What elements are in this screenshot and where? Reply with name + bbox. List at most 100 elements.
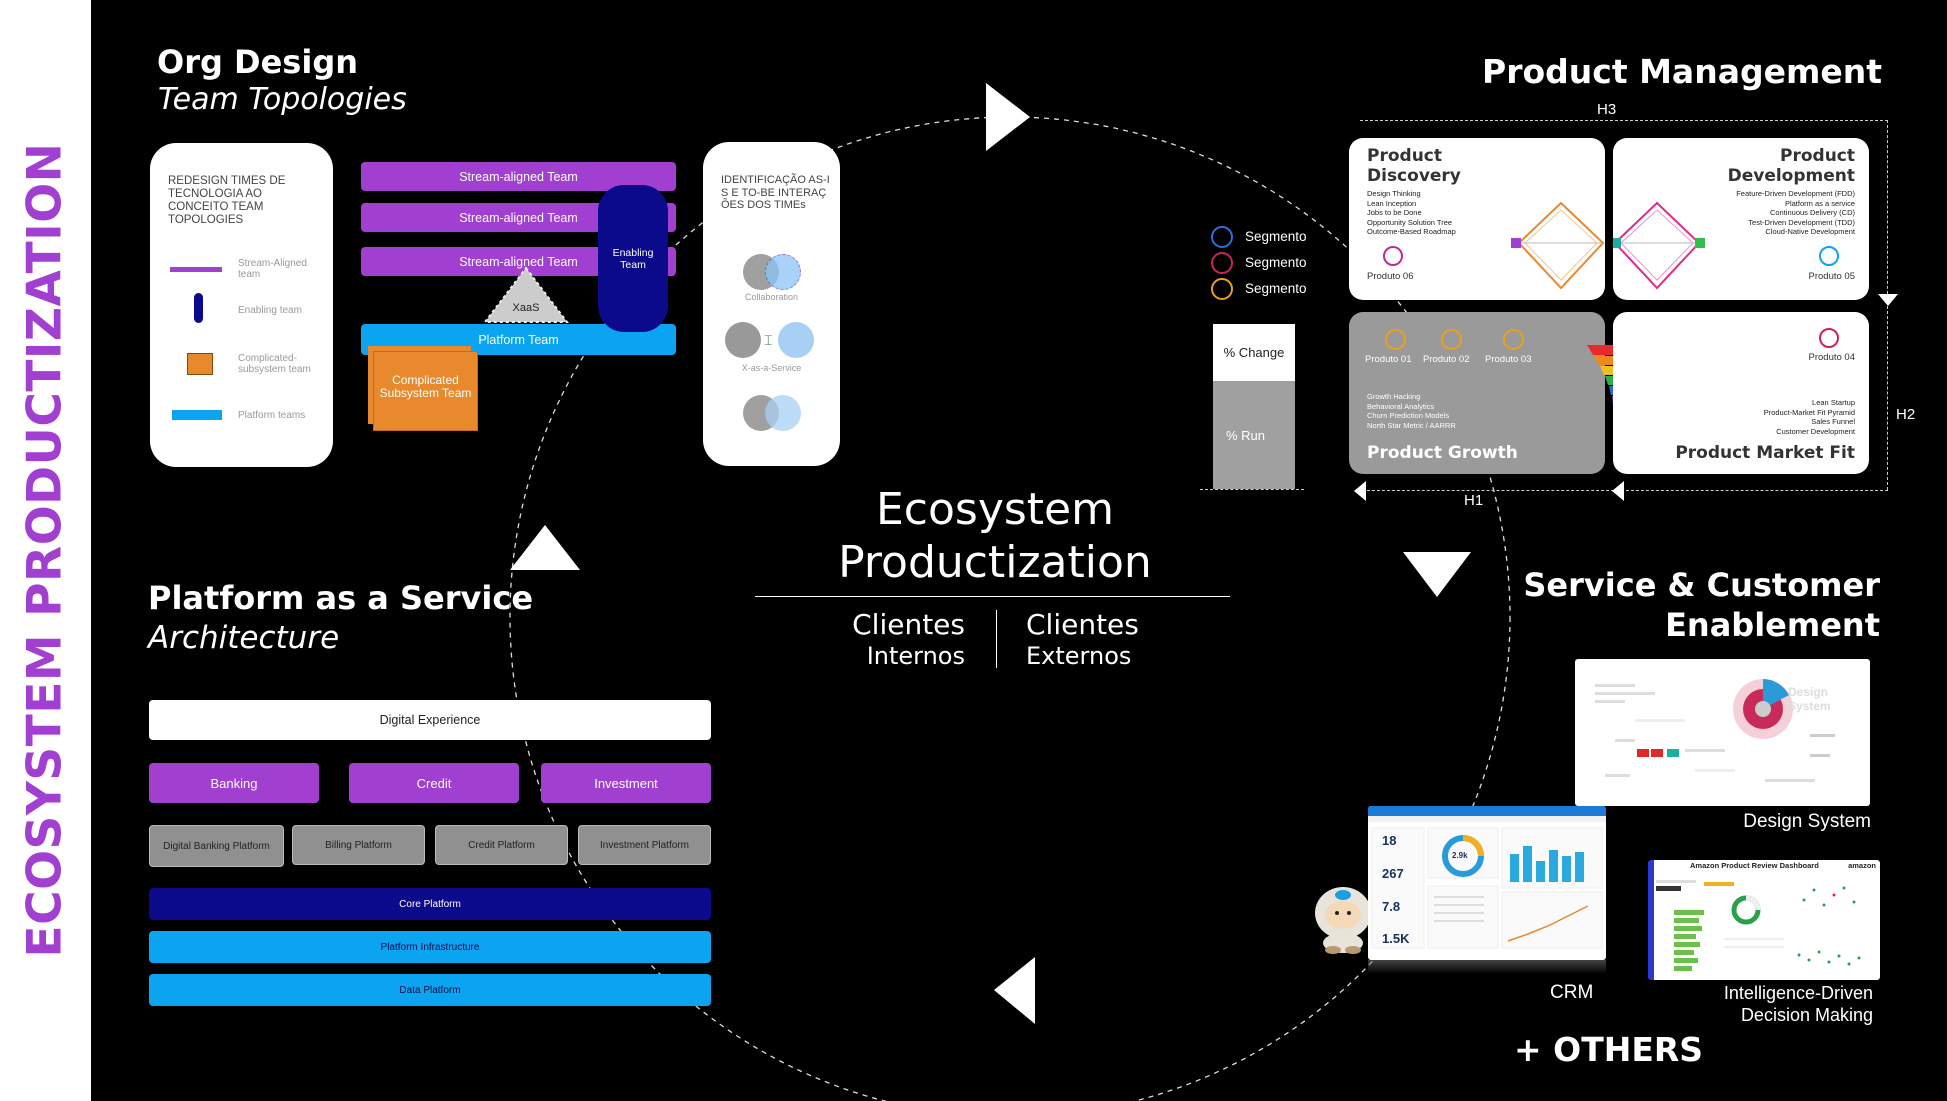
product-label: Produto 02	[1423, 354, 1470, 365]
xaas-triangle	[483, 266, 569, 323]
product-circle-icon	[1819, 328, 1839, 348]
method-item: Product-Market Fit Pyramid	[1763, 407, 1855, 417]
service-title-line: Service & Customer	[1523, 566, 1880, 604]
crm-reflection	[1368, 960, 1606, 974]
enabling-swatch	[194, 293, 203, 323]
design-system-watermark: Design System	[1788, 685, 1831, 713]
team-legend-card: REDESIGN TIMES DE TECNOLOGIA AO CONCEITO…	[150, 143, 333, 467]
product-circle-icon	[1441, 329, 1462, 350]
core-platform-layer: Core Platform	[149, 888, 711, 920]
arrow-bottom-icon	[994, 957, 1035, 1024]
service-title: Service & Customer Enablement	[1480, 565, 1880, 645]
method-item: Continuous Delivery (CD)	[1769, 208, 1855, 217]
platform-investment: Investment Platform	[578, 825, 711, 865]
method-item: Sales Funnel	[1811, 417, 1855, 426]
segment-circle-icon	[1211, 252, 1233, 274]
method-item: Design Thinking	[1367, 189, 1421, 198]
center-vertical-divider	[996, 610, 997, 668]
arrow-left-icon	[510, 525, 580, 570]
crm-dashboard-preview	[1368, 806, 1606, 949]
product-circle-icon	[1385, 329, 1406, 350]
crm-screenshot: 18 267 7.8 1.5K 2.9k	[1368, 806, 1606, 960]
segment-label: Segmento	[1245, 255, 1307, 270]
market-fit-title: Product Market Fit	[1675, 443, 1855, 463]
facilitation-circle-b	[765, 395, 801, 431]
h3-track	[1360, 120, 1888, 122]
development-methods: Feature-Driven Development (FDD) Platfor…	[1705, 189, 1855, 237]
interactions-heading: IDENTIFICAÇÃO AS-IS E TO-BE INTERAÇÕES D…	[721, 174, 830, 211]
market-fit-methods: Lean Startup Product-Market Fit Pyramid …	[1705, 398, 1855, 436]
method-item: Growth Hacking	[1367, 392, 1421, 401]
paas-subtitle: Architecture	[148, 620, 340, 656]
change-box-baseline	[1200, 489, 1304, 490]
product-label: Produto 04	[1808, 352, 1855, 363]
growth-title: Product Growth	[1367, 443, 1518, 463]
product-growth-card: Produto 01 Produto 02 Produto 03 Growth …	[1349, 312, 1605, 474]
development-title-line: Development	[1727, 166, 1855, 186]
clients-label: Clientes	[852, 608, 965, 641]
crm-metric: 267	[1382, 866, 1404, 881]
legend-item: Stream-Aligned team	[238, 258, 307, 280]
method-item: Opportunity Solution Tree	[1367, 217, 1453, 227]
run-label: % Run	[1213, 381, 1295, 489]
double-diamond-left-icon	[1511, 201, 1605, 290]
h1-arrow-icon	[1612, 481, 1624, 501]
platform-team: Platform Team	[361, 324, 676, 355]
product-label: Produto 03	[1485, 354, 1532, 365]
segment-circle-icon	[1211, 226, 1233, 248]
legend-item: Enabling team	[238, 305, 302, 316]
external-clients: Clientes Externos	[1026, 609, 1226, 671]
digital-experience-layer: Digital Experience	[149, 700, 711, 740]
center-title: Ecosystem Productization	[755, 483, 1235, 589]
method-item: Jobs to be Done	[1367, 208, 1422, 217]
xaas-circle-b	[778, 322, 814, 358]
org-design-title: Org Design	[157, 43, 358, 81]
product-circle-icon	[1503, 329, 1524, 350]
domain-investment: Investment	[541, 763, 711, 803]
product-development-card: Product Development Feature-Driven Devel…	[1613, 138, 1869, 300]
product-circle-icon	[1383, 246, 1403, 266]
intelligence-dashboard-screenshot: Amazon Product Review Dashboard amazon	[1648, 860, 1880, 980]
method-item: Churn Prediction Models	[1367, 411, 1450, 420]
center-title-line: Ecosystem	[876, 484, 1114, 535]
h1-arrow-icon	[1354, 481, 1366, 501]
double-diamond-right-icon	[1613, 201, 1705, 290]
data-platform-layer: Data Platform	[149, 974, 711, 1006]
method-item: Test-Driven Development (TDD)	[1748, 217, 1855, 227]
method-item: Lean Inception	[1367, 198, 1417, 208]
clients-label: Internos	[866, 642, 965, 670]
method-item: Platform as a service	[1784, 198, 1855, 208]
crm-metric: 18	[1382, 833, 1397, 848]
platform-billing: Billing Platform	[292, 825, 425, 865]
development-title-line: Product	[1780, 146, 1855, 166]
complicated-team-label: Complicated Subsystem Team	[379, 373, 472, 400]
domain-banking: Banking	[149, 763, 319, 803]
method-item: Cloud-Native Development	[1765, 227, 1855, 236]
design-system-screenshot: Design System	[1575, 659, 1870, 806]
crm-mascot-icon	[1303, 875, 1381, 955]
dashboard-brand: amazon	[1848, 861, 1876, 870]
method-item: Outcome-Based Roadmap	[1367, 227, 1456, 236]
mode-label: X-as-a-Service	[741, 363, 802, 373]
product-label: Produto 06	[1367, 271, 1414, 282]
product-circle-icon	[1819, 246, 1839, 266]
platform-swatch	[172, 410, 222, 420]
growth-methods: Growth Hacking Behavioral Analytics Chur…	[1367, 392, 1517, 430]
service-title-line: Enablement	[1665, 606, 1880, 644]
segment-label: Segmento	[1245, 229, 1307, 244]
xaas-circle-a	[725, 322, 761, 358]
crm-donut-value: 2.9k	[1452, 851, 1468, 860]
platform-digital-banking: Digital Banking Platform	[149, 825, 284, 867]
interaction-modes-card: IDENTIFICAÇÃO AS-IS E TO-BE INTERAÇÕES D…	[703, 142, 840, 466]
intelligence-label: Intelligence-Driven Decision Making	[1660, 982, 1873, 1026]
crm-metric: 7.8	[1382, 899, 1401, 914]
method-item: Behavioral Analytics	[1367, 401, 1435, 411]
segment-circle-icon	[1211, 278, 1233, 300]
product-label: Produto 05	[1808, 271, 1855, 282]
horizon-label: H2	[1896, 406, 1916, 423]
product-label: Produto 01	[1365, 354, 1412, 365]
crm-label: CRM	[1550, 982, 1594, 1003]
method-item: Customer Development	[1776, 426, 1855, 436]
h1-track	[1362, 490, 1888, 492]
